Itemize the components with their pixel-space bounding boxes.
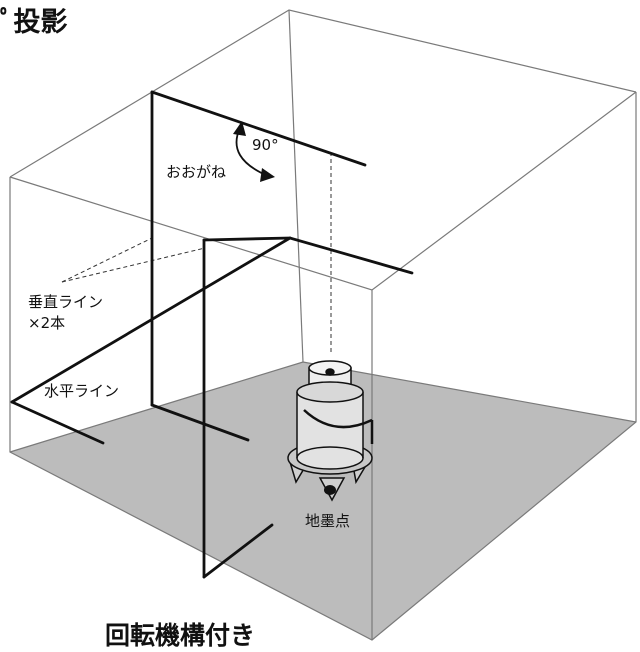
floor <box>10 362 636 640</box>
page-title: ﾟ投影 <box>0 7 68 38</box>
angle-label: 90° <box>252 136 279 154</box>
plumb-point-marker-icon <box>324 485 336 495</box>
diagram-caption: 回転機構付き <box>105 621 256 650</box>
ground-point-label: 地墨点 <box>305 512 351 530</box>
horizontal-line-label: 水平ライン <box>44 382 120 400</box>
laser-lines <box>10 90 414 579</box>
laser-level-device-icon <box>287 360 374 502</box>
horizontal-line <box>10 236 292 404</box>
projection-guides <box>61 152 332 352</box>
vertical-line-label: 垂直ライン <box>28 293 104 311</box>
vertical-count-label: ×2本 <box>28 314 66 332</box>
room-edges <box>9 9 637 641</box>
right-angle-arrow-icon <box>233 121 275 182</box>
square-label: おおがね <box>166 163 227 181</box>
